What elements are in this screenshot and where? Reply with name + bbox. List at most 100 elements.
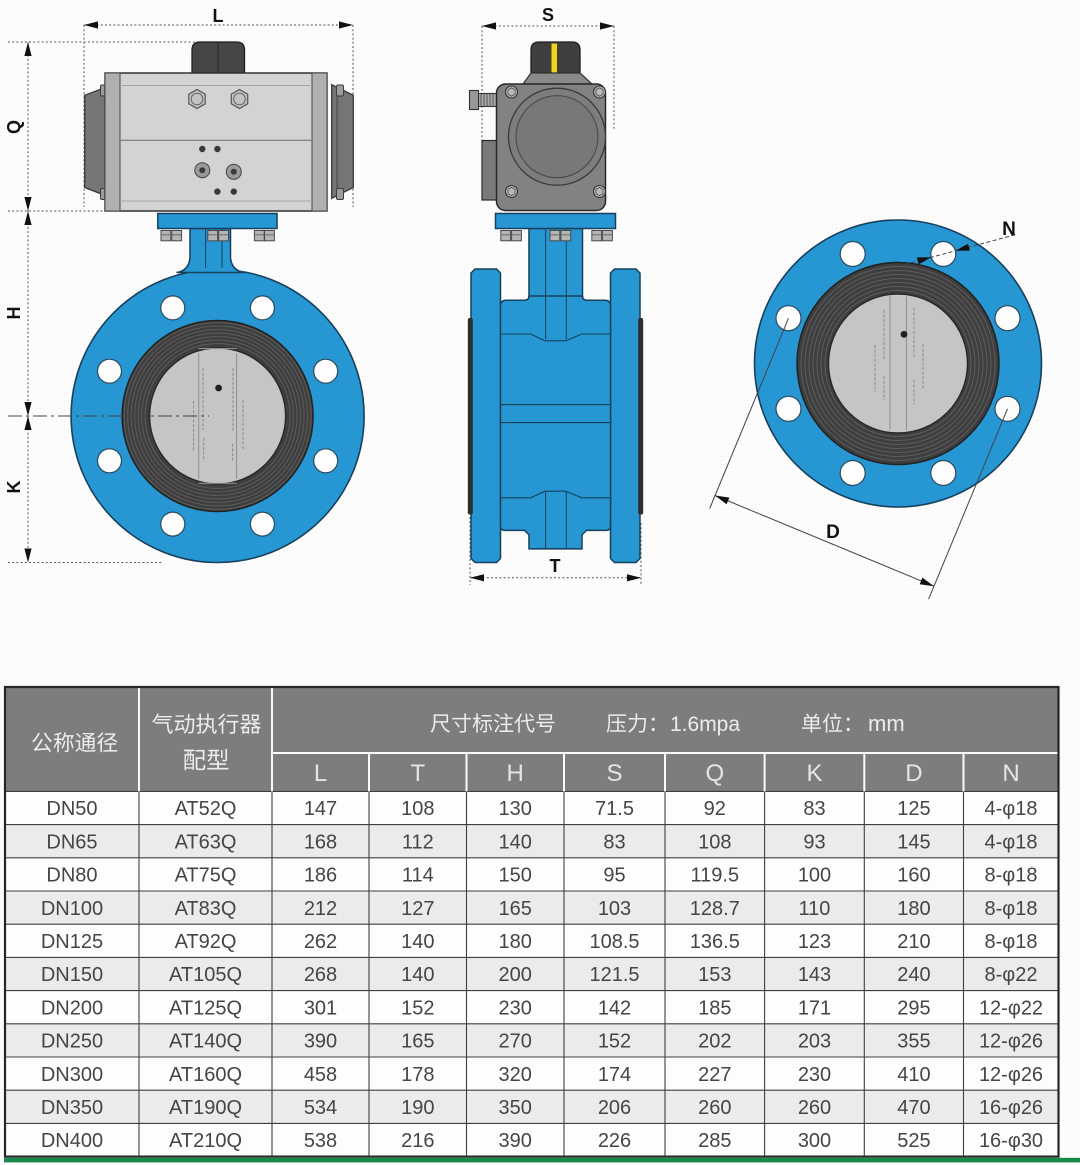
svg-text:240: 240 [897, 964, 930, 986]
svg-text:320: 320 [499, 1064, 532, 1086]
svg-text:DN50: DN50 [46, 798, 97, 820]
svg-text:140: 140 [401, 931, 434, 953]
svg-text:DN80: DN80 [46, 865, 97, 887]
svg-text:147: 147 [304, 798, 337, 820]
svg-text:S: S [606, 760, 622, 787]
svg-text:92: 92 [704, 798, 726, 820]
svg-text:114: 114 [402, 865, 434, 887]
svg-text:270: 270 [499, 1031, 532, 1053]
svg-text:H: H [4, 307, 24, 320]
svg-text:71.5: 71.5 [595, 798, 634, 820]
svg-text:DN250: DN250 [41, 1031, 103, 1053]
svg-text:8-φ18: 8-φ18 [985, 931, 1038, 953]
svg-text:110: 110 [799, 898, 831, 920]
svg-text:200: 200 [499, 964, 532, 986]
svg-text:AT63Q: AT63Q [175, 831, 237, 853]
svg-text:180: 180 [897, 898, 930, 920]
svg-text:AT52Q: AT52Q [175, 798, 237, 820]
svg-text:538: 538 [304, 1130, 337, 1152]
svg-text:210: 210 [897, 931, 930, 953]
svg-text:121.5: 121.5 [589, 964, 639, 986]
svg-text:300: 300 [798, 1130, 831, 1152]
svg-text:Q: Q [705, 760, 724, 787]
svg-text:262: 262 [304, 931, 337, 953]
svg-text:DN100: DN100 [41, 898, 103, 920]
svg-text:136.5: 136.5 [690, 931, 740, 953]
svg-text:350: 350 [499, 1097, 532, 1119]
svg-text:93: 93 [803, 831, 825, 853]
svg-text:260: 260 [698, 1097, 731, 1119]
svg-text:AT105Q: AT105Q [169, 964, 242, 986]
svg-text:165: 165 [499, 898, 532, 920]
svg-text:16-φ30: 16-φ30 [979, 1130, 1043, 1152]
svg-text:203: 203 [798, 1031, 831, 1053]
svg-text:186: 186 [304, 865, 337, 887]
svg-text:mm: mm [868, 711, 905, 736]
svg-text:285: 285 [698, 1130, 731, 1152]
svg-text:N: N [1002, 219, 1016, 240]
svg-text:410: 410 [897, 1064, 930, 1086]
svg-text:119.5: 119.5 [691, 865, 740, 887]
svg-text:AT75Q: AT75Q [175, 865, 237, 887]
svg-text:206: 206 [598, 1097, 631, 1119]
svg-text:108.5: 108.5 [589, 931, 639, 953]
svg-text:AT125Q: AT125Q [169, 997, 242, 1019]
svg-text:N: N [1002, 760, 1019, 787]
svg-text:123: 123 [798, 931, 831, 953]
svg-text:AT210Q: AT210Q [169, 1130, 242, 1152]
svg-text:212: 212 [304, 898, 337, 920]
svg-text:4-φ18: 4-φ18 [985, 798, 1038, 820]
svg-text:T: T [410, 760, 425, 787]
svg-text:152: 152 [598, 1031, 631, 1053]
svg-text:D: D [826, 522, 840, 543]
svg-text:140: 140 [401, 964, 434, 986]
svg-text:108: 108 [698, 831, 731, 853]
svg-text:150: 150 [499, 865, 532, 887]
svg-text:227: 227 [698, 1064, 731, 1086]
svg-text:DN350: DN350 [41, 1097, 103, 1119]
svg-text:AT160Q: AT160Q [169, 1064, 242, 1086]
svg-text:470: 470 [897, 1097, 930, 1119]
svg-text:168: 168 [304, 831, 337, 853]
svg-text:L: L [213, 6, 224, 26]
svg-text:T: T [550, 556, 561, 576]
svg-text:226: 226 [598, 1130, 631, 1152]
svg-text:16-φ26: 16-φ26 [979, 1097, 1043, 1119]
svg-text:142: 142 [598, 997, 631, 1019]
svg-text:125: 125 [897, 798, 930, 820]
svg-text:216: 216 [401, 1130, 434, 1152]
svg-text:AT92Q: AT92Q [175, 931, 237, 953]
svg-text:127: 127 [401, 898, 434, 920]
svg-text:DN65: DN65 [46, 831, 97, 853]
svg-text:108: 108 [401, 798, 434, 820]
svg-text:230: 230 [499, 997, 532, 1019]
svg-text:152: 152 [401, 997, 434, 1019]
svg-text:H: H [507, 760, 524, 787]
svg-text:1.6mpa: 1.6mpa [670, 713, 740, 736]
svg-text:8-φ18: 8-φ18 [985, 898, 1038, 920]
svg-text:AT83Q: AT83Q [175, 898, 237, 920]
svg-text:178: 178 [401, 1064, 434, 1086]
svg-text:100: 100 [798, 865, 831, 887]
svg-text:153: 153 [698, 964, 731, 986]
svg-text:95: 95 [603, 865, 625, 887]
svg-text:143: 143 [798, 964, 831, 986]
svg-text:K: K [4, 481, 24, 494]
svg-text:525: 525 [897, 1130, 930, 1152]
svg-text:130: 130 [499, 798, 532, 820]
svg-text:K: K [806, 760, 822, 787]
svg-text:390: 390 [304, 1031, 337, 1053]
svg-text:268: 268 [304, 964, 337, 986]
svg-text:295: 295 [897, 997, 930, 1019]
svg-text:8-φ18: 8-φ18 [985, 865, 1038, 887]
svg-text:390: 390 [499, 1130, 532, 1152]
svg-text:12-φ26: 12-φ26 [979, 1064, 1043, 1086]
svg-text:DN125: DN125 [41, 931, 103, 953]
svg-text:DN150: DN150 [41, 964, 103, 986]
svg-text:230: 230 [798, 1064, 831, 1086]
svg-text:534: 534 [304, 1097, 337, 1119]
svg-text:355: 355 [897, 1031, 930, 1053]
svg-text:DN400: DN400 [41, 1130, 103, 1152]
svg-text:8-φ22: 8-φ22 [985, 964, 1038, 986]
svg-text:140: 140 [499, 831, 532, 853]
